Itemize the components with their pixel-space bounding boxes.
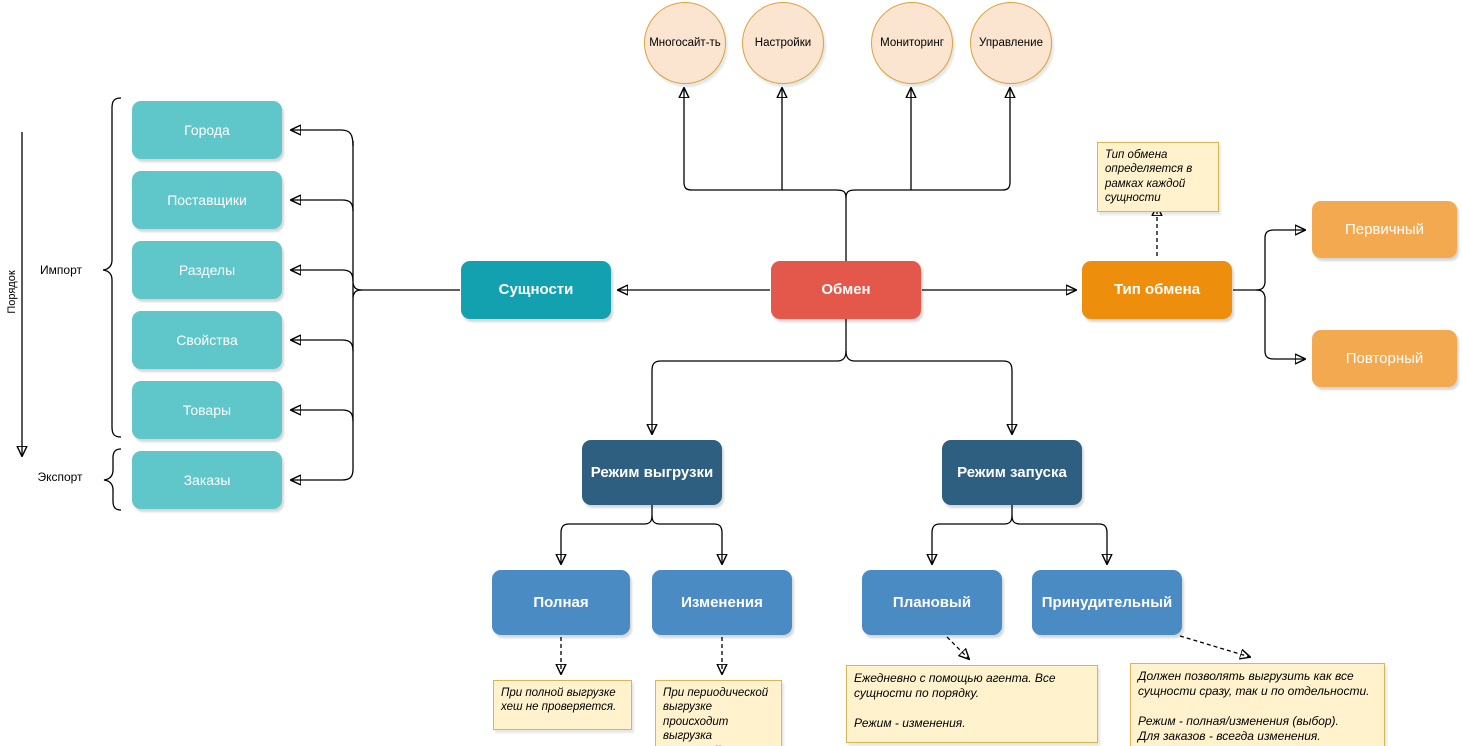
label-export: Экспорт — [37, 470, 83, 484]
circle-management[interactable]: Управление — [970, 2, 1052, 84]
node-rezhim-vygruzki[interactable]: Режим выгрузки — [582, 440, 722, 505]
label-order: Порядок — [6, 270, 18, 314]
dashed-note-links — [561, 206, 1250, 674]
note-polnaya[interactable]: При полной выгрузке хеш не проверяется. — [493, 680, 632, 730]
group-braces — [102, 97, 122, 511]
node-sushchnosti[interactable]: Сущности — [461, 261, 611, 319]
note-izmeneniya[interactable]: При периодической выгрузке происходит вы… — [655, 680, 782, 746]
edges-tip-obmena-to-children — [1233, 230, 1305, 359]
edges-obmen-to-modes — [652, 319, 1012, 434]
note-prinuditelny[interactable]: Должен позволять выгрузить как все сущно… — [1130, 663, 1385, 746]
node-polnaya[interactable]: Полная — [492, 570, 630, 635]
entity-postavshchiki[interactable]: Поставщики — [132, 171, 282, 229]
note-tip-obmena[interactable]: Тип обмена определяется в рамках каждой … — [1097, 142, 1219, 212]
label-import: Импорт — [40, 263, 82, 277]
circle-settings[interactable]: Настройки — [742, 2, 824, 84]
entity-goroda[interactable]: Города — [132, 101, 282, 159]
edges-rezhim-vygruzki-children — [561, 505, 722, 564]
node-pervichny[interactable]: Первичный — [1312, 201, 1457, 258]
entity-tovary[interactable]: Товары — [132, 381, 282, 439]
circle-multisite[interactable]: Многосайт-ть — [644, 2, 726, 84]
edges-rezhim-zapuska-children — [932, 505, 1107, 564]
entity-zakazy[interactable]: Заказы — [132, 451, 282, 509]
edges-sushchnosti-to-entities — [291, 130, 460, 480]
entity-svoystva[interactable]: Свойства — [132, 311, 282, 369]
circle-monitoring[interactable]: Мониторинг — [871, 2, 953, 84]
node-obmen[interactable]: Обмен — [771, 261, 921, 319]
node-tip-obmena[interactable]: Тип обмена — [1082, 261, 1232, 319]
node-prinuditelny[interactable]: Принудительный — [1032, 570, 1182, 635]
node-rezhim-zapuska[interactable]: Режим запуска — [942, 440, 1082, 505]
node-planovy[interactable]: Плановый — [862, 570, 1002, 635]
node-povtorny[interactable]: Повторный — [1312, 330, 1457, 387]
node-izmeneniya[interactable]: Изменения — [652, 570, 792, 635]
entity-razdely[interactable]: Разделы — [132, 241, 282, 299]
edges-obmen-to-circles — [684, 88, 1010, 261]
note-planovy[interactable]: Ежедневно с помощью агента. Все сущности… — [846, 665, 1098, 743]
